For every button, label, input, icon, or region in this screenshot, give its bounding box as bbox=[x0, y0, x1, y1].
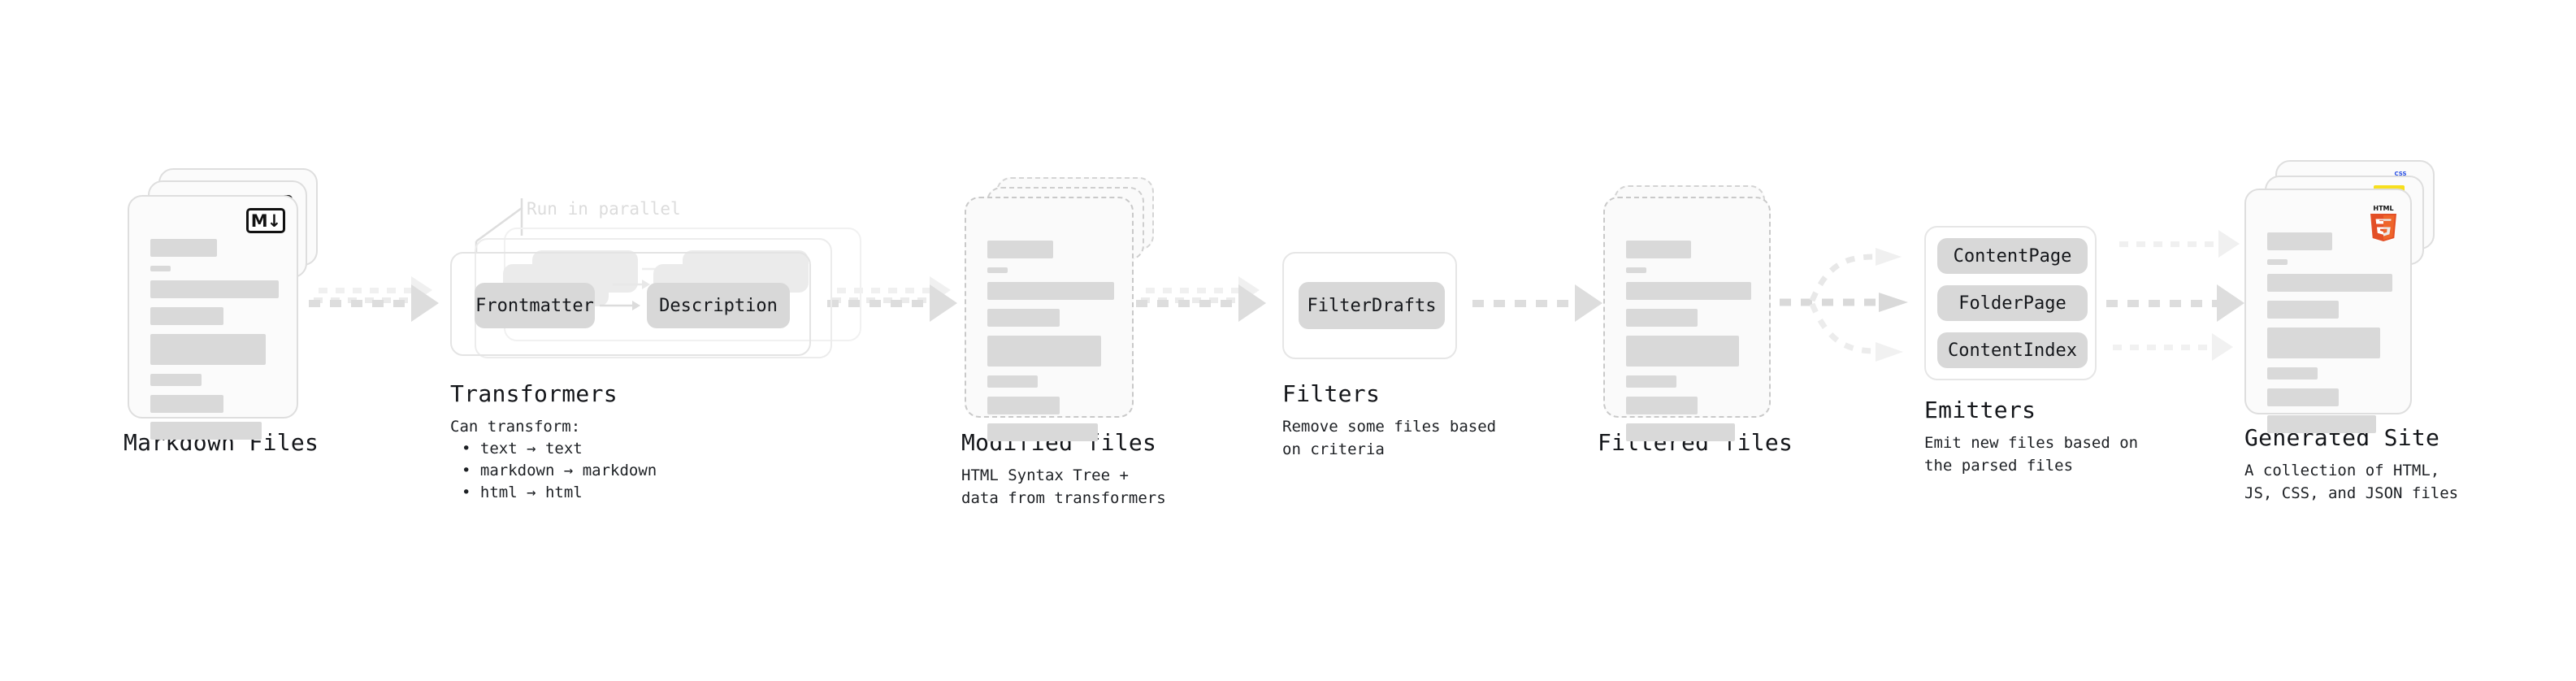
content-bar bbox=[150, 374, 202, 386]
content-bar bbox=[2267, 367, 2318, 380]
content-bar bbox=[150, 422, 262, 440]
filters-title: Filters bbox=[1282, 380, 1381, 407]
transformer-chip-frontmatter[interactable]: Frontmatter bbox=[475, 283, 595, 328]
markdown-badge-front: M↓ bbox=[246, 208, 285, 233]
css-badge-label: CSS bbox=[2394, 171, 2407, 177]
dotted-arrow bbox=[309, 284, 439, 322]
transformer-chip-description[interactable]: Description bbox=[647, 283, 790, 328]
dotted-arrow bbox=[827, 284, 957, 322]
transformers-subtitle: Can transform: bbox=[450, 418, 581, 436]
generated-site-subtitle: A collection of HTML, JS, CSS, and JSON … bbox=[2244, 462, 2459, 502]
content-bar bbox=[987, 309, 1060, 327]
content-bar bbox=[2267, 232, 2333, 250]
markdown-card-content bbox=[150, 221, 279, 449]
transformer-inner-arrow bbox=[600, 301, 640, 310]
markdown-badge-glyph: M↓ bbox=[250, 210, 281, 231]
content-bar bbox=[1626, 309, 1698, 327]
content-bar bbox=[987, 397, 1060, 414]
filtered-card-front[interactable] bbox=[1603, 197, 1771, 441]
content-bar bbox=[987, 336, 1102, 367]
content-bar bbox=[987, 375, 1039, 388]
run-in-parallel-label: Run in parallel bbox=[527, 199, 681, 219]
emitters-group[interactable]: ContentPage FolderPage ContentIndex bbox=[1924, 226, 2097, 380]
content-bar bbox=[2267, 415, 2376, 433]
site-card-content bbox=[2267, 215, 2392, 442]
modified-card-front[interactable] bbox=[965, 197, 1134, 441]
content-bar bbox=[987, 267, 1008, 273]
html5-wordmark: HTML bbox=[2373, 205, 2393, 212]
content-bar bbox=[150, 334, 267, 365]
html5-badge: HTML bbox=[2370, 205, 2396, 241]
content-bar bbox=[1626, 375, 1676, 388]
markdown-card-front[interactable]: M↓ bbox=[128, 195, 298, 440]
dotted-arrow bbox=[1472, 284, 1602, 322]
emitters-subtitle: Emit new files based on the parsed files bbox=[1924, 434, 2139, 475]
emitter-chip-contentindex[interactable]: ContentIndex bbox=[1937, 332, 2088, 368]
content-bar bbox=[1626, 336, 1739, 367]
content-bar bbox=[1626, 397, 1698, 414]
content-bar bbox=[2267, 274, 2392, 292]
content-bar bbox=[2267, 301, 2339, 319]
transformers-bullet-1: • markdown → markdown bbox=[462, 462, 657, 479]
transformers-bullet-0: • text → text bbox=[462, 440, 583, 458]
emitter-chip-folderpage[interactable]: FolderPage bbox=[1937, 285, 2088, 321]
dotted-arrow bbox=[2119, 230, 2240, 258]
transformers-title: Transformers bbox=[450, 380, 618, 407]
emitter-chip-contentpage[interactable]: ContentPage bbox=[1937, 238, 2088, 274]
dotted-arrow bbox=[2113, 333, 2233, 361]
filtered-card-content bbox=[1626, 223, 1751, 450]
filters-group[interactable]: FilterDrafts bbox=[1282, 252, 1457, 359]
content-bar bbox=[1626, 267, 1646, 273]
content-bar bbox=[150, 307, 224, 325]
content-bar bbox=[2267, 388, 2339, 406]
dotted-arrow-fanout bbox=[1780, 248, 1908, 362]
content-bar bbox=[987, 282, 1114, 300]
transformer-inner-arrow-ghost bbox=[613, 280, 650, 289]
content-bar bbox=[150, 280, 279, 298]
dotted-arrow bbox=[1136, 284, 1266, 322]
dotted-arrow bbox=[2106, 284, 2244, 322]
transformer-group-front[interactable]: Frontmatter Description bbox=[450, 252, 811, 356]
modified-files-subtitle: HTML Syntax Tree + data from transformer… bbox=[961, 466, 1166, 507]
content-bar bbox=[2267, 259, 2288, 265]
filters-subtitle: Remove some files based on criteria bbox=[1282, 418, 1497, 458]
content-bar bbox=[150, 239, 218, 257]
content-bar bbox=[150, 266, 171, 271]
emitters-title: Emitters bbox=[1924, 397, 2036, 423]
content-bar bbox=[1626, 241, 1692, 258]
filter-chip-filterdrafts[interactable]: FilterDrafts bbox=[1299, 282, 1445, 329]
transformers-bullet-2: • html → html bbox=[462, 484, 583, 501]
content-bar bbox=[987, 241, 1054, 258]
modified-card-content bbox=[987, 223, 1114, 450]
content-bar bbox=[2267, 327, 2380, 358]
site-card-front[interactable]: HTML bbox=[2244, 189, 2412, 433]
content-bar bbox=[1626, 282, 1751, 300]
content-bar bbox=[1626, 423, 1735, 441]
content-bar bbox=[150, 395, 224, 413]
content-bar bbox=[987, 423, 1098, 441]
